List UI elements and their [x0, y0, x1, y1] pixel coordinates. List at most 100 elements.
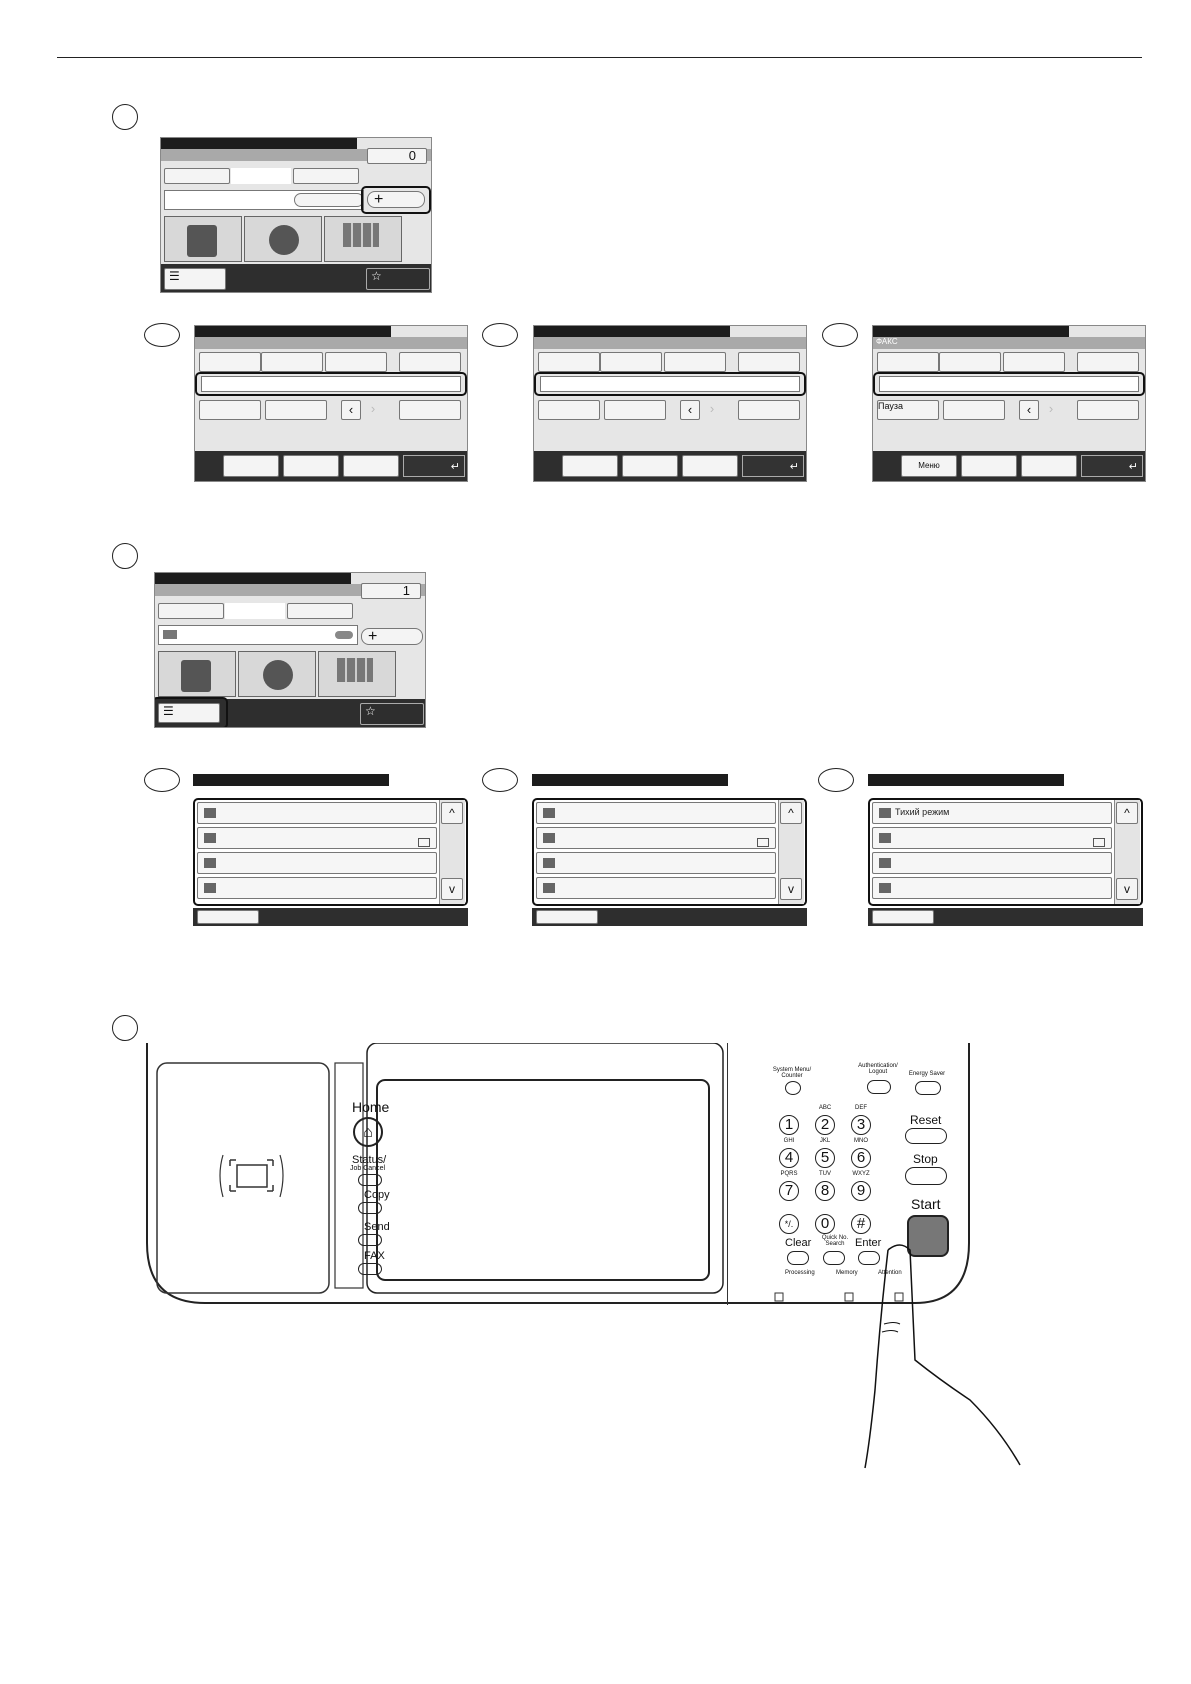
- key-9[interactable]: */.: [779, 1214, 799, 1234]
- key-10[interactable]: 0: [815, 1214, 835, 1234]
- scroll-down-button[interactable]: v: [1116, 878, 1138, 900]
- scroll-up-button[interactable]: ^: [1116, 802, 1138, 824]
- destination-field[interactable]: [158, 625, 358, 645]
- keyboard-tab-1[interactable]: [538, 352, 600, 372]
- start-button[interactable]: [907, 1215, 949, 1257]
- scroll-up-button[interactable]: ^: [441, 802, 463, 824]
- stop-button[interactable]: [905, 1167, 947, 1185]
- key-4[interactable]: 5: [815, 1148, 835, 1168]
- scroll-up-button[interactable]: ^: [780, 802, 802, 824]
- screen-title[interactable]: ФАКС: [876, 337, 898, 346]
- keyboard-tab-2[interactable]: [600, 352, 662, 372]
- bottom-button-3[interactable]: [343, 455, 399, 477]
- backspace-button[interactable]: [399, 400, 461, 420]
- tab-3[interactable]: [287, 603, 353, 619]
- detail-toggle[interactable]: [335, 631, 353, 639]
- tab-1[interactable]: [158, 603, 224, 619]
- one-touch-key-tile[interactable]: [324, 216, 402, 262]
- functions-button[interactable]: ☰: [158, 703, 220, 723]
- bottom-button-2[interactable]: [622, 455, 678, 477]
- key-6[interactable]: 7: [779, 1181, 799, 1201]
- external-address-tile[interactable]: [238, 651, 316, 697]
- space-button[interactable]: [265, 400, 327, 420]
- menu-button[interactable]: [223, 455, 279, 477]
- destination-entry-field[interactable]: [879, 376, 1139, 392]
- key-2[interactable]: 3: [851, 1115, 871, 1135]
- functions-button[interactable]: ☰: [164, 268, 226, 290]
- quiet-mode-row[interactable]: [197, 802, 437, 824]
- tab-2[interactable]: [231, 168, 291, 184]
- favorites-button[interactable]: ☆: [366, 268, 430, 290]
- keyboard-tab-1[interactable]: [877, 352, 939, 372]
- keyboard-tab-2[interactable]: [939, 352, 1001, 372]
- address-book-tile[interactable]: [164, 216, 242, 262]
- back-button[interactable]: [872, 910, 934, 924]
- favorites-button[interactable]: ☆: [360, 703, 424, 725]
- home-button[interactable]: ⌂: [353, 1117, 383, 1147]
- ok-enter-button[interactable]: ↵: [742, 455, 804, 477]
- key-3[interactable]: 4: [779, 1148, 799, 1168]
- tab-2[interactable]: [225, 603, 285, 619]
- cursor-left-button[interactable]: ‹: [341, 400, 361, 420]
- scroll-down-button[interactable]: v: [780, 878, 802, 900]
- file-format-row[interactable]: [536, 877, 776, 899]
- destination-entry-field[interactable]: [201, 376, 461, 392]
- key-8[interactable]: 9: [851, 1181, 871, 1201]
- original-orientation-row[interactable]: [536, 852, 776, 874]
- keyboard-tab-4[interactable]: [738, 352, 800, 372]
- keyboard-tab-2[interactable]: [261, 352, 323, 372]
- one-touch-key-tile[interactable]: [318, 651, 396, 697]
- auth-logout-button[interactable]: [867, 1080, 891, 1094]
- cursor-right-button[interactable]: ›: [370, 401, 376, 416]
- energy-saver-button[interactable]: [915, 1081, 941, 1095]
- address-book-tile[interactable]: [158, 651, 236, 697]
- menu-button[interactable]: [562, 455, 618, 477]
- pause-button[interactable]: Пауза: [877, 400, 939, 420]
- menu-button[interactable]: Меню: [901, 455, 957, 477]
- system-menu-button[interactable]: [785, 1081, 801, 1095]
- bottom-button-3[interactable]: [1021, 455, 1077, 477]
- keyboard-tab-3[interactable]: [664, 352, 726, 372]
- cursor-left-button[interactable]: ‹: [1019, 400, 1039, 420]
- original-size-row[interactable]: [536, 827, 776, 849]
- keyboard-tab-3[interactable]: [1003, 352, 1065, 372]
- destination-entry-field[interactable]: [540, 376, 800, 392]
- quiet-mode-row[interactable]: [536, 802, 776, 824]
- clear-button[interactable]: [787, 1251, 809, 1265]
- space-button[interactable]: [604, 400, 666, 420]
- original-orientation-row[interactable]: [872, 852, 1112, 874]
- pause-button[interactable]: [538, 400, 600, 420]
- status-job-cancel-button[interactable]: [358, 1174, 382, 1186]
- original-orientation-row[interactable]: [197, 852, 437, 874]
- keyboard-tab-3[interactable]: [325, 352, 387, 372]
- keyboard-tab-4[interactable]: [399, 352, 461, 372]
- cursor-right-button[interactable]: ›: [709, 401, 715, 416]
- original-size-row[interactable]: [872, 827, 1112, 849]
- fax-button[interactable]: [358, 1263, 382, 1275]
- pause-button[interactable]: [199, 400, 261, 420]
- back-button[interactable]: [536, 910, 598, 924]
- key-7[interactable]: 8: [815, 1181, 835, 1201]
- bottom-button-3[interactable]: [682, 455, 738, 477]
- file-format-row[interactable]: [872, 877, 1112, 899]
- scroll-down-button[interactable]: v: [441, 878, 463, 900]
- external-address-tile[interactable]: [244, 216, 322, 262]
- backspace-button[interactable]: [1077, 400, 1139, 420]
- quick-no-search-button[interactable]: [823, 1251, 845, 1265]
- cursor-right-button[interactable]: ›: [1048, 401, 1054, 416]
- enter-button[interactable]: [858, 1251, 880, 1265]
- keyboard-tab-4[interactable]: [1077, 352, 1139, 372]
- cursor-left-button[interactable]: ‹: [680, 400, 700, 420]
- key-1[interactable]: 2: [815, 1115, 835, 1135]
- space-button[interactable]: [943, 400, 1005, 420]
- back-button[interactable]: [197, 910, 259, 924]
- add-destination-button[interactable]: +: [367, 191, 425, 208]
- key-5[interactable]: 6: [851, 1148, 871, 1168]
- ok-enter-button[interactable]: ↵: [1081, 455, 1143, 477]
- tab-1[interactable]: [164, 168, 230, 184]
- reset-button[interactable]: [905, 1128, 947, 1144]
- copy-button[interactable]: [358, 1202, 382, 1214]
- quiet-mode-row[interactable]: Тихий режим: [872, 802, 1112, 824]
- backspace-button[interactable]: [738, 400, 800, 420]
- send-button[interactable]: [358, 1234, 382, 1246]
